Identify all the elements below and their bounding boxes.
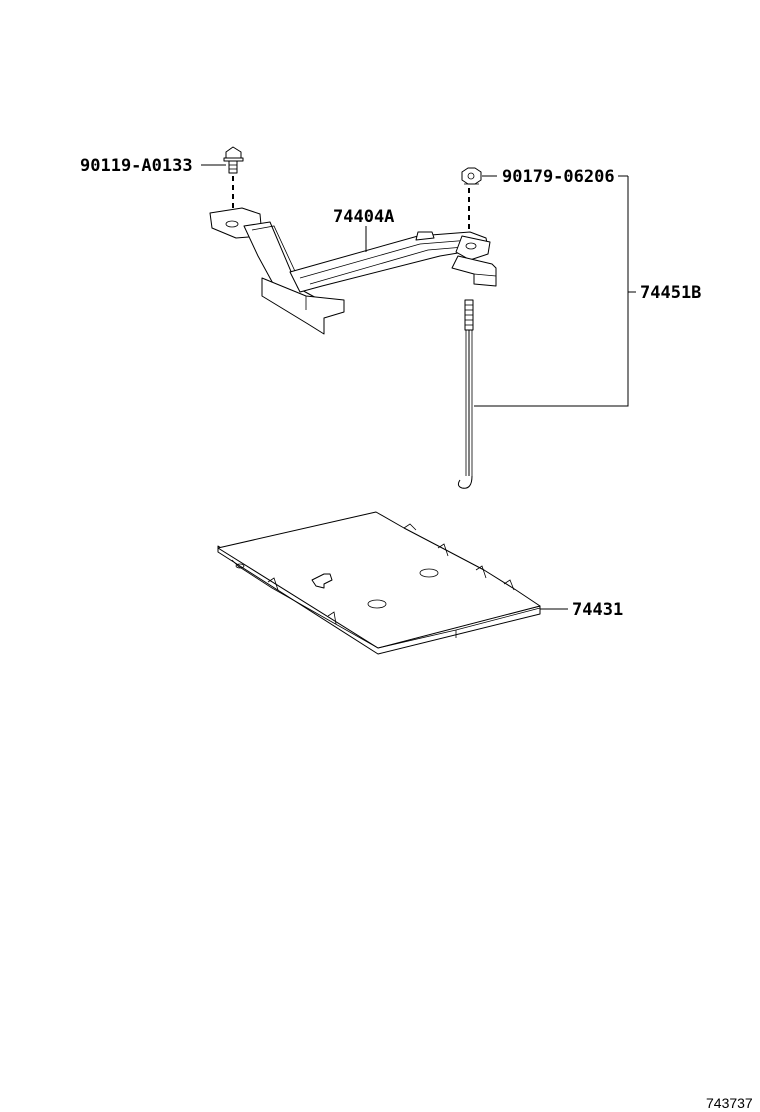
rod-set-bracket-line: [474, 176, 629, 407]
battery-tray-icon[interactable]: [217, 511, 541, 655]
part-label-74431[interactable]: 74431: [572, 600, 623, 620]
battery-clamp-icon[interactable]: [209, 207, 497, 335]
bolt-90119-a0133-icon[interactable]: [223, 146, 244, 174]
part-label-74451b[interactable]: 74451B: [640, 283, 701, 303]
diagram-reference-number: 743737: [706, 1095, 753, 1111]
nut-90179-06206-icon[interactable]: [461, 167, 482, 185]
part-label-74404a[interactable]: 74404A: [333, 207, 394, 227]
part-label-90179-06206[interactable]: 90179-06206: [502, 167, 615, 187]
clamp-rod-icon[interactable]: [457, 299, 474, 489]
part-label-90119-a0133[interactable]: 90119-A0133: [80, 156, 193, 176]
